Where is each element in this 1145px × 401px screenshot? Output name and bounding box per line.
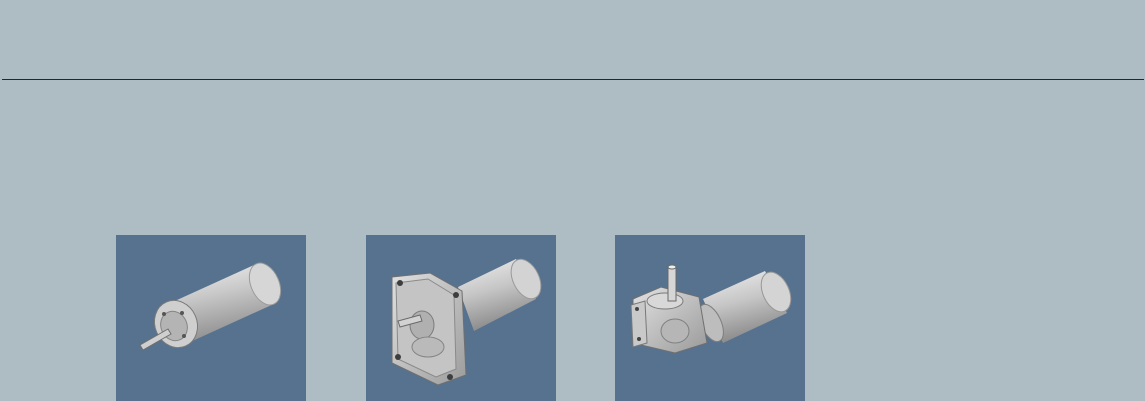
header-band [0,0,1145,79]
product-tile-dc-motor[interactable] [116,235,306,401]
worm-gear-motor-icon [630,264,792,354]
product-tile-spur-gear-motor[interactable] [366,235,556,401]
dc-motor-icon [139,262,282,351]
spur-gear-motor-icon [391,258,542,386]
header-divider [2,79,1144,80]
product-tile-worm-gear-motor[interactable] [615,235,805,401]
